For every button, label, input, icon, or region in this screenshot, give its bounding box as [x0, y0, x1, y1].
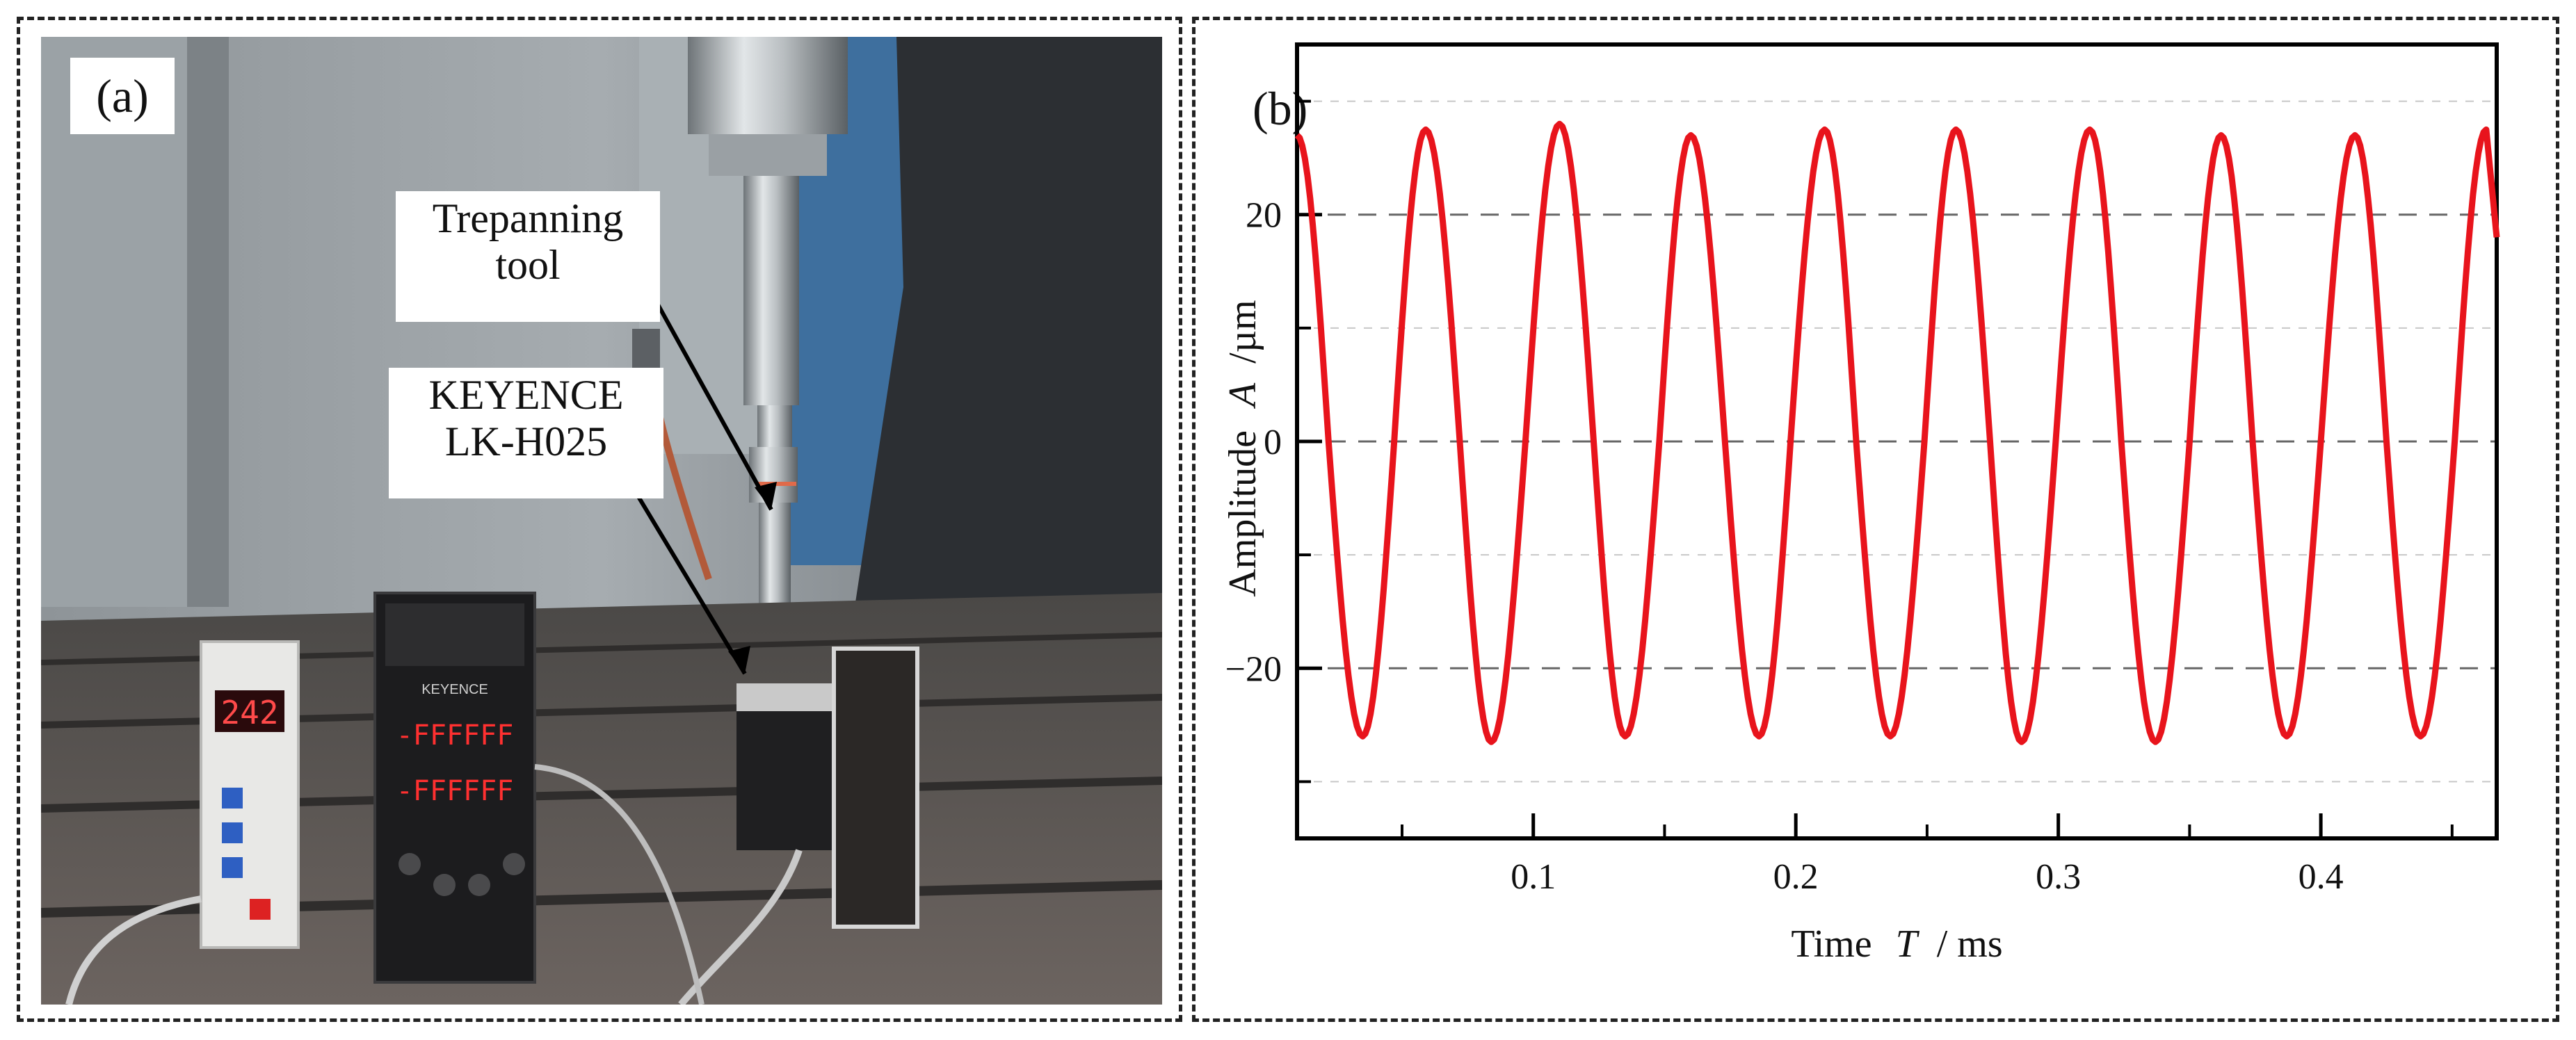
x-tick-label: 0.4 — [2299, 857, 2344, 897]
series-layer — [1294, 120, 2500, 745]
panel-b-label: (b) — [1253, 82, 1307, 135]
brand-text: KEYENCE — [421, 682, 488, 697]
x-axis-title: Time T / ms — [1791, 923, 2002, 966]
x-tick-label: 0.1 — [1511, 857, 1556, 897]
y-axis-symbol: A — [1221, 382, 1264, 409]
callout-line: Trepanning — [432, 195, 624, 241]
y-tick-label: 20 — [1246, 196, 1282, 236]
panel-b: (b) 0.1 0.2 0.3 0.4 −20 0 20 Time T / ms Ampli… — [1192, 17, 2559, 1022]
experiment-photo: 242 KEYENCE -FFFFFF -FFFFFF — [41, 37, 1162, 1005]
y-axis-unit: /µm — [1221, 300, 1264, 363]
x-axis-title-prefix: Time — [1791, 923, 1871, 966]
y-tick-label: 0 — [1264, 423, 1282, 462]
x-axis-unit: / ms — [1937, 923, 2003, 966]
y-tick-label: −20 — [1225, 649, 1282, 689]
trepanning-tool-callout: Trepanning tool — [396, 191, 660, 322]
sensor-display-top: -FFFFFF — [396, 720, 514, 751]
callout-line: tool — [495, 242, 561, 289]
keyence-sensor-callout: KEYENCE LK-H025 — [389, 368, 663, 498]
sensor-display-bottom: -FFFFFF — [396, 775, 514, 807]
amplitude-chart: (b) 0.1 0.2 0.3 0.4 −20 0 20 Time T / ms Ampli… — [1221, 42, 2500, 966]
tick-layer: 0.1 0.2 0.3 0.4 −20 0 20 — [1225, 99, 2454, 897]
y-axis-title-prefix: Amplitude — [1221, 430, 1264, 597]
photo-illustration: 242 KEYENCE -FFFFFF -FFFFFF — [41, 37, 1162, 1005]
amplitude-series-line — [1294, 120, 2500, 745]
x-axis-symbol: T — [1896, 923, 1920, 966]
panel-a: 242 KEYENCE -FFFFFF -FFFFFF — [17, 17, 1182, 1022]
y-axis-title: Amplitude A /µm — [1221, 300, 1264, 596]
grid-layer — [1297, 100, 2497, 783]
panel-a-label: (a) — [70, 58, 175, 134]
x-tick-label: 0.3 — [2036, 857, 2081, 897]
callout-line: KEYENCE — [428, 372, 624, 418]
controller-display-text: 242 — [220, 694, 278, 731]
x-tick-label: 0.2 — [1773, 857, 1819, 897]
callout-line: LK-H025 — [444, 419, 608, 465]
